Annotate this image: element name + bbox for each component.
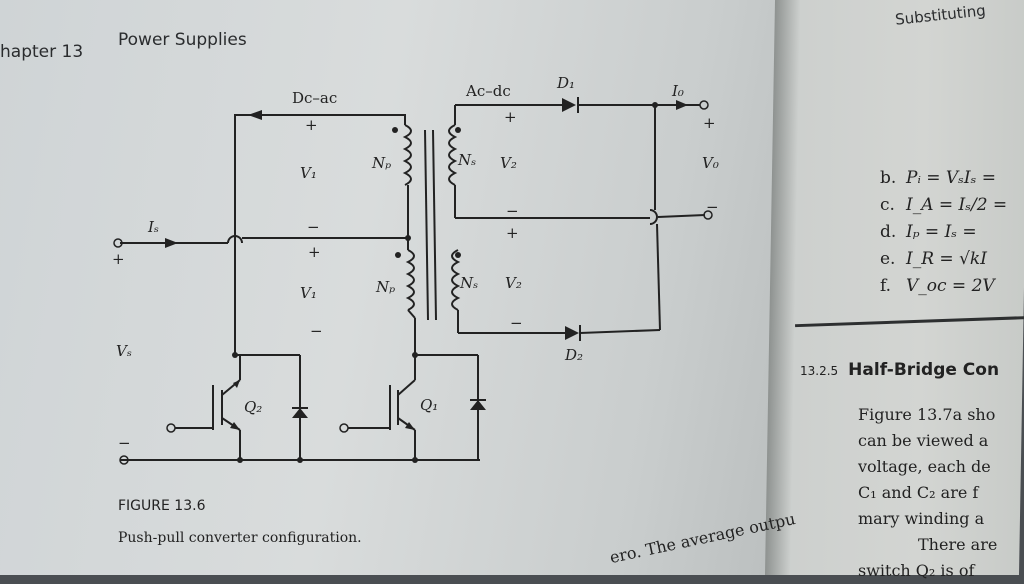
equation-item: e.I_R = √kI: [880, 249, 987, 269]
d2-label: D₂: [564, 346, 583, 364]
vo-label: V₀: [702, 154, 719, 172]
minus-sign: −: [706, 198, 719, 216]
paragraph-line: switch Q₂ is of: [858, 561, 975, 580]
figure-label: FIGURE 13.6: [118, 498, 206, 514]
v1-top-label: V₁: [300, 164, 317, 182]
q2-label: Q₂: [244, 398, 262, 416]
equation-item: f.V_oc = 2V: [880, 276, 995, 296]
paragraph-line: mary winding a: [858, 509, 985, 528]
minus-sign: −: [307, 218, 320, 236]
equation-item: c.I_A = Iₛ/2 =: [880, 195, 1008, 215]
plus-sign: +: [506, 224, 519, 242]
equation-item: b.Pᵢ = VₛIₛ =: [880, 168, 997, 188]
np-bottom-label: Nₚ: [375, 278, 395, 296]
minus-sign: −: [510, 314, 523, 332]
section-heading: 13.2.5 Half-Bridge Con: [800, 360, 999, 380]
paragraph-line: voltage, each de: [858, 457, 991, 476]
plus-sign: +: [703, 114, 716, 132]
v2-bottom-label: V₂: [505, 274, 522, 292]
paragraph-line: There are: [918, 535, 998, 554]
d1-label: D₁: [556, 74, 575, 92]
plus-sign: +: [305, 116, 318, 134]
ns-bottom-label: Nₛ: [459, 274, 478, 292]
equation-item: d.Iₚ = Iₛ =: [880, 222, 977, 242]
q1-label: Q₁: [420, 396, 438, 414]
section-number: 13.2.5: [800, 364, 839, 378]
v2-top-label: V₂: [500, 154, 517, 172]
paragraph-line: Figure 13.7a sho: [858, 405, 996, 424]
vs-label: Vₛ: [116, 342, 132, 360]
push-pull-circuit: Dc–ac Ac–dc D₁ D₂ I₀ V₀ Iₛ Vₛ V₁ V₁ V₂ V…: [112, 74, 719, 465]
plus-sign: +: [504, 108, 517, 126]
left-page: [0, 0, 800, 575]
minus-sign: −: [310, 322, 323, 340]
np-top-label: Nₚ: [371, 154, 391, 172]
paragraph-line: can be viewed a: [858, 431, 989, 450]
figure-caption: Push-pull converter configuration.: [118, 530, 362, 546]
ac-dc-label: Ac–dc: [465, 82, 511, 100]
io-label: I₀: [671, 82, 684, 100]
is-label: Iₛ: [147, 218, 159, 236]
page-title: Power Supplies: [118, 30, 247, 50]
section-paragraph: Figure 13.7a sho can be viewed a voltage…: [858, 402, 997, 584]
v1-bottom-label: V₁: [300, 284, 317, 302]
minus-sign: −: [506, 202, 519, 220]
ns-top-label: Nₛ: [457, 151, 476, 169]
plus-sign: +: [112, 250, 125, 268]
equation-list: b.Pᵢ = VₛIₛ = c.I_A = Iₛ/2 = d.Iₚ = Iₛ =…: [880, 168, 1007, 303]
chapter-label: hapter 13: [0, 42, 84, 62]
paragraph-line: C₁ and C₂ are f: [858, 483, 979, 502]
dc-ac-label: Dc–ac: [292, 89, 337, 107]
minus-sign: −: [118, 434, 131, 452]
section-title: Half-Bridge Con: [848, 360, 1000, 380]
plus-sign: +: [308, 243, 321, 261]
